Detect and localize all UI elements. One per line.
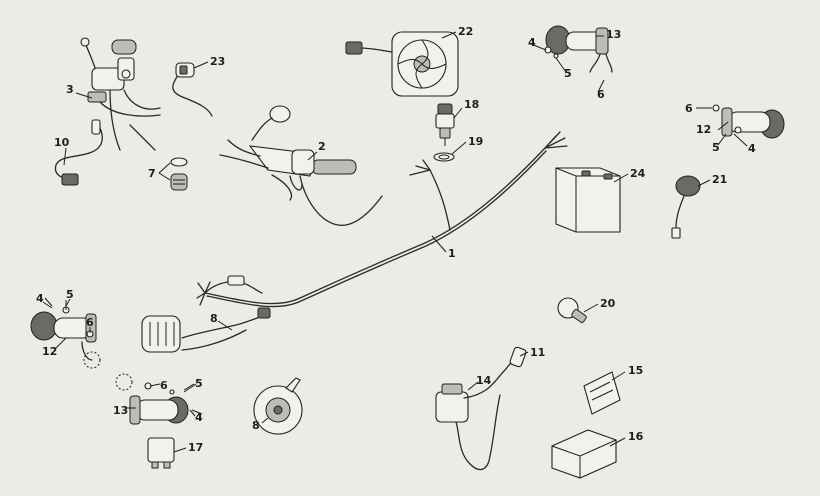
horn (253, 377, 303, 435)
label-part-6: 6 (597, 88, 605, 101)
label-part-19: 19 (468, 135, 483, 148)
headlight (141, 307, 271, 353)
rear-right-turn-indicator (544, 25, 613, 73)
label-part-5: 5 (712, 141, 720, 154)
neutral-switch (557, 297, 587, 324)
label-part-7: 7 (148, 167, 156, 180)
label-part-3: 3 (66, 83, 74, 96)
label-part-14: 14 (476, 374, 492, 387)
wire-connector-part (54, 119, 103, 186)
main-wiring-harness (196, 131, 568, 308)
label-part-8: 8 (252, 419, 260, 432)
label-part-5: 5 (195, 377, 203, 390)
temperature-sensor (435, 103, 455, 146)
front-right-turn-indicator (712, 104, 785, 139)
label-part-4: 4 (36, 292, 44, 305)
label-part-15: 15 (628, 364, 643, 377)
label-part-17: 17 (188, 441, 203, 454)
label-part-5: 5 (66, 288, 74, 301)
bulb-and-ring (170, 157, 188, 191)
label-part-13: 13 (606, 28, 621, 41)
radiator-fan (345, 31, 459, 97)
cdi-unit (551, 429, 617, 479)
ignition-coil (435, 349, 519, 471)
label-part-6: 6 (685, 102, 693, 115)
label-part-4: 4 (748, 142, 756, 155)
rear-left-turn-indicator (115, 373, 189, 425)
label-part-22: 22 (458, 25, 473, 38)
label-part-12: 12 (696, 123, 711, 136)
sealing-washer (433, 152, 455, 162)
spark-plug-cap (509, 346, 527, 368)
label-part-10: 10 (54, 136, 70, 149)
part-labels: 1 2 3 4 4 4 4 5 5 5 5 6 6 6 6 7 8 8 10 1… (36, 25, 756, 454)
label-part-20: 20 (600, 297, 616, 310)
label-part-13: 13 (113, 404, 128, 417)
clutch-switch (172, 62, 213, 117)
label-part-11: 11 (530, 346, 545, 359)
buzzer (671, 175, 701, 239)
label-part-5: 5 (564, 67, 572, 80)
label-part-6: 6 (86, 316, 94, 329)
label-part-18: 18 (464, 98, 479, 111)
relay (147, 437, 175, 469)
label-part-8: 8 (210, 312, 218, 325)
label-part-24: 24 (630, 167, 646, 180)
battery (555, 167, 621, 233)
right-handlebar-switch (219, 105, 383, 226)
label-part-4: 4 (528, 36, 536, 49)
label-part-21: 21 (712, 173, 727, 186)
label-part-4: 4 (195, 411, 203, 424)
label-part-12: 12 (42, 345, 57, 358)
leader-lines (44, 31, 748, 453)
label-part-16: 16 (628, 430, 644, 443)
label-part-23: 23 (210, 55, 225, 68)
front-left-turn-indicator (30, 306, 101, 369)
label-part-1: 1 (448, 247, 456, 260)
left-handlebar-switch (80, 37, 161, 151)
label-part-6: 6 (160, 379, 168, 392)
voltage-regulator (583, 371, 621, 415)
label-part-2: 2 (318, 140, 326, 153)
